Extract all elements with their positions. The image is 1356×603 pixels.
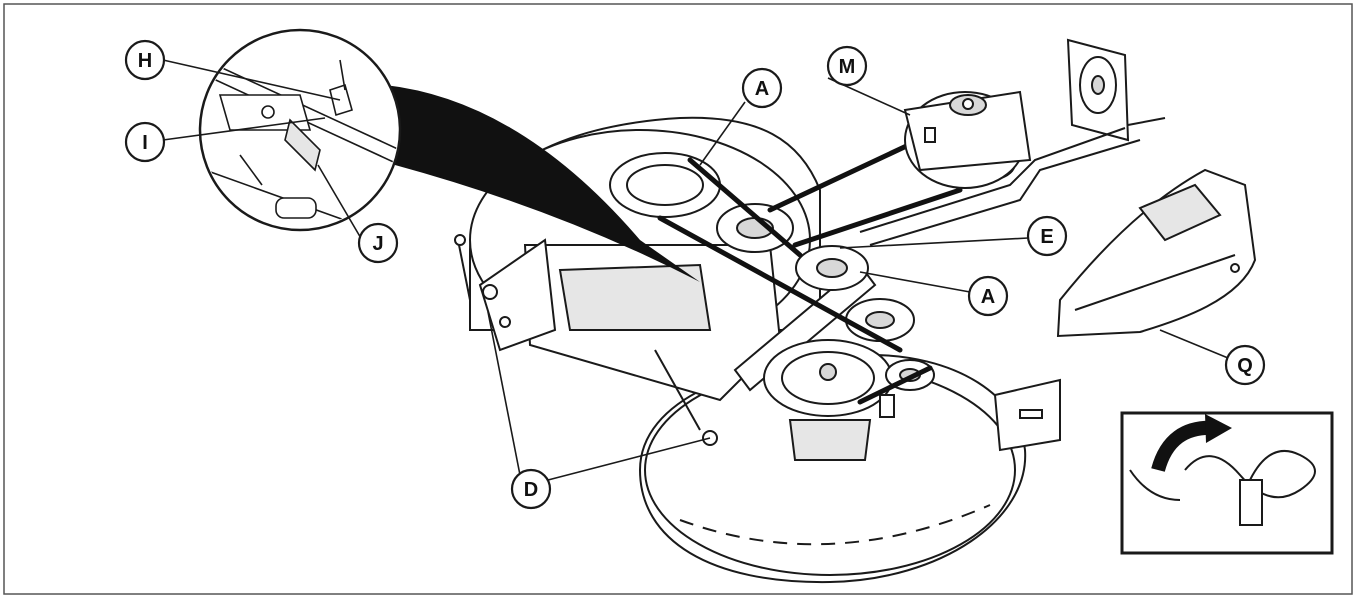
hairpin-clip — [1184, 450, 1316, 499]
leader-d-right — [547, 437, 711, 481]
callout-m: M — [826, 45, 868, 87]
callouts: H I J A M E A D — [124, 39, 1266, 510]
left-bracket-hole — [499, 316, 511, 328]
leader-a-right — [859, 271, 971, 293]
callout-a-right: A — [967, 275, 1009, 317]
detail-cable — [339, 59, 346, 91]
inset-hand — [1129, 469, 1181, 501]
callout-a-top-label: A — [755, 78, 769, 100]
lift-link — [654, 349, 701, 431]
callout-d: D — [510, 468, 552, 510]
bracket-disc-hub — [1091, 75, 1105, 95]
leader-e — [839, 237, 1029, 249]
idler-pulley-right-a-hub — [816, 258, 848, 278]
linkage-rod — [869, 139, 1141, 246]
spindle-housing — [788, 419, 872, 461]
linkage-rod-edge — [859, 127, 1126, 233]
leader-j — [317, 164, 363, 241]
callout-d-label: D — [524, 479, 538, 501]
clutch-connector — [924, 127, 936, 143]
idler-pulley-right-b-hub — [865, 311, 895, 329]
spindle-clip — [879, 394, 895, 418]
callout-i-label: I — [142, 132, 148, 154]
inset-pin — [1239, 479, 1263, 526]
detail-bracket — [218, 94, 312, 131]
callout-a-top: A — [741, 67, 783, 109]
inset-frame — [1120, 411, 1334, 555]
leader-lines — [162, 59, 1229, 481]
pulleys — [609, 152, 935, 461]
belt-guard-fastener — [1230, 263, 1240, 273]
belt-guard — [1056, 168, 1257, 338]
detail-cylinder — [275, 197, 317, 219]
deck-baffle — [558, 263, 712, 331]
bracket-slot — [1019, 409, 1043, 419]
leader-i — [162, 117, 326, 141]
leader-h — [162, 59, 341, 101]
callout-h: H — [124, 39, 166, 81]
callout-e: E — [1026, 215, 1068, 257]
left-bracket-bolt — [482, 284, 498, 300]
callout-j-label: J — [372, 233, 383, 255]
left-side-bracket — [478, 238, 557, 352]
callout-i: I — [124, 121, 166, 163]
belt-guard-rib — [1074, 254, 1236, 311]
belt-run-3 — [657, 215, 903, 353]
callout-a-right-label: A — [981, 286, 995, 308]
left-spindle-pulley-inner — [626, 164, 704, 206]
leader-d-left — [487, 311, 521, 476]
upper-right-bracket — [859, 38, 1166, 246]
callout-j: J — [357, 222, 399, 264]
callout-q: Q — [1224, 344, 1266, 386]
lower-idler-arm — [733, 263, 877, 392]
rotation-arrow-head — [1205, 414, 1232, 443]
left-rod-end — [454, 234, 466, 246]
callout-h-label: H — [138, 50, 152, 72]
belt-run-5 — [857, 365, 933, 405]
detail-slot — [239, 154, 263, 186]
detail-mount — [284, 118, 321, 172]
belt-run-1 — [767, 139, 918, 213]
leader-q — [1159, 329, 1229, 359]
leader-a-top — [699, 101, 746, 166]
belt-run-2 — [792, 187, 963, 248]
clutch-shaft — [962, 98, 974, 110]
mower-deck — [454, 116, 1061, 584]
deck-dash-line — [679, 504, 991, 546]
bracket-bolt — [1127, 117, 1166, 126]
detail-contents — [204, 59, 398, 228]
callout-m-label: M — [839, 56, 856, 78]
detail-spring-clip — [329, 83, 353, 117]
detail-bracket-hole — [261, 105, 275, 119]
left-rod — [457, 239, 471, 301]
clip-inset — [1120, 411, 1334, 555]
callout-e-label: E — [1040, 226, 1053, 248]
belt-guard-raised-section — [1138, 183, 1222, 242]
callout-q-label: Q — [1237, 355, 1253, 377]
electric-clutch — [903, 90, 1032, 189]
belt-run-4 — [687, 157, 803, 258]
right-spindle-nut — [819, 363, 837, 381]
zoom-projection — [385, 85, 700, 282]
detail-zoom — [198, 28, 700, 282]
